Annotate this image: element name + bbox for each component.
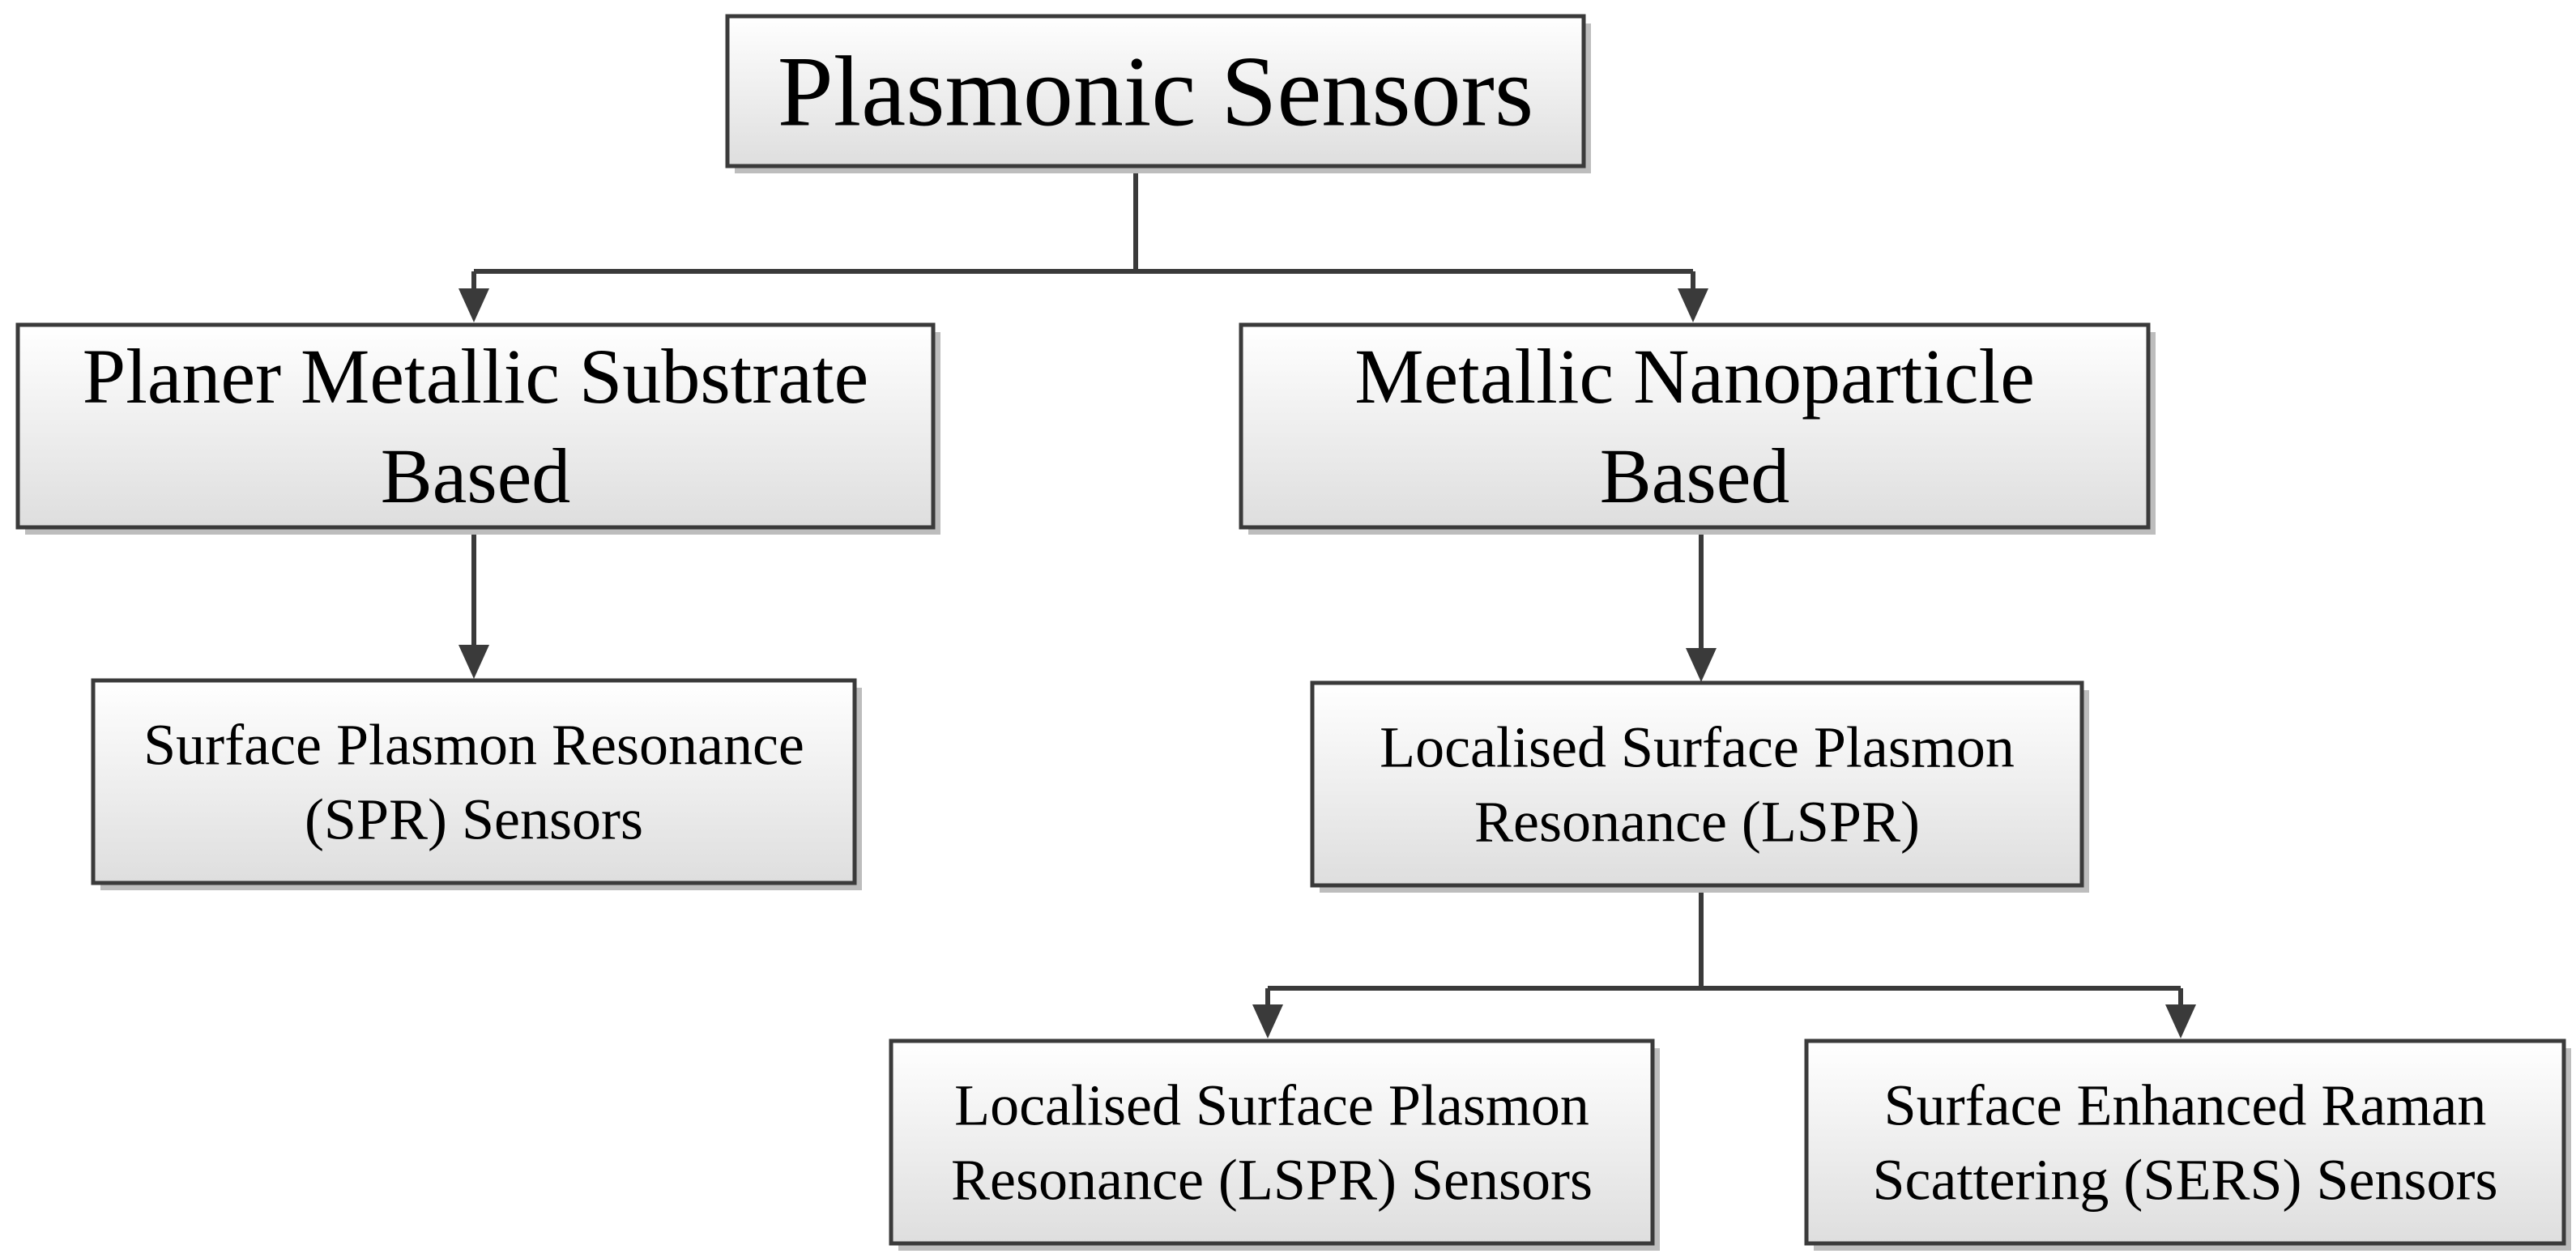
arrowhead-to-lspr <box>1686 648 1717 682</box>
lspr-sensors-label-line-1: Localised Surface Plasmon <box>954 1072 1589 1137</box>
nanoparticle-branch-label-line-2: Based <box>1600 433 1790 519</box>
sers-sensors-label-line-1: Surface Enhanced Raman <box>1884 1072 2487 1137</box>
arrowhead-to-sers-sensors <box>2165 1004 2196 1038</box>
lspr-label-line-1: Localised Surface Plasmon <box>1380 714 2015 779</box>
lspr-box <box>1310 680 2084 888</box>
connectors <box>458 166 2196 1038</box>
arrowhead-to-lspr-sensors <box>1252 1004 1283 1038</box>
spr-sensors-label-line-1: Surface Plasmon Resonance <box>143 712 804 777</box>
root-node: Plasmonic Sensors <box>725 14 1591 173</box>
sers-sensors-label-line-2: Scattering (SERS) Sensors <box>1873 1148 2498 1213</box>
arrowhead-to-nanoparticle <box>1678 288 1708 322</box>
spr-sensors-label-line-2: (SPR) Sensors <box>305 787 643 852</box>
lspr-sensors-label-line-2: Resonance (LSPR) Sensors <box>951 1148 1593 1213</box>
nanoparticle-branch-label-line-1: Metallic Nanoparticle <box>1354 333 2035 420</box>
root-label-line-1: Plasmonic Sensors <box>778 36 1533 147</box>
root-box <box>725 14 1586 168</box>
arrowhead-to-spr <box>458 645 489 679</box>
planer-branch-label-line-2: Based <box>381 433 571 519</box>
nanoparticle-branch-box <box>1239 322 2151 530</box>
spr-sensors-node: Surface Plasmon Resonance (SPR) Sensors <box>91 678 862 890</box>
lspr-label-line-2: Resonance (LSPR) <box>1474 790 1920 855</box>
planer-branch-label-line-1: Planer Metallic Substrate <box>83 333 868 420</box>
planer-branch-box <box>15 322 936 530</box>
spr-sensors-box <box>91 678 857 885</box>
sers-sensors-box <box>1804 1038 2566 1246</box>
arrowhead-to-planer <box>458 288 489 322</box>
lspr-sensors-box <box>889 1038 1655 1246</box>
